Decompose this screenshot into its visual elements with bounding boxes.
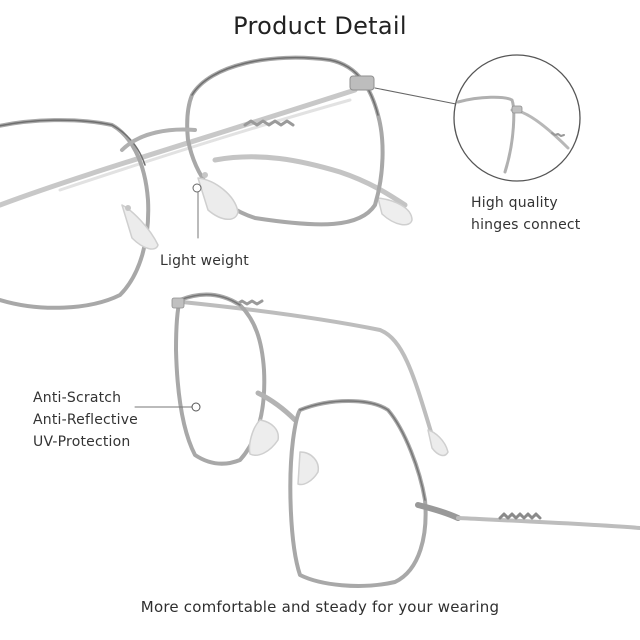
top-glasses-image [0,55,413,310]
lens-callout [134,402,201,412]
lens-callout-text: Anti-Scratch Anti-Reflective UV-Protecti… [33,387,138,453]
weight-callout [192,183,202,239]
footer-tagline: More comfortable and steady for your wea… [140,598,500,616]
bottom-glasses-image [171,292,640,588]
hinges-line1: High quality [471,195,558,211]
page-title: Product Detail [233,12,407,40]
weight-callout-text: Light weight [160,253,249,269]
lens-line2: Anti-Reflective [33,412,138,428]
hinges-line2: hinges connect [471,217,581,233]
hinges-callout-text: High quality hinges connect [471,192,581,236]
hinge-callout [374,54,581,182]
lens-line3: UV-Protection [33,434,131,450]
lens-line1: Anti-Scratch [33,390,122,406]
